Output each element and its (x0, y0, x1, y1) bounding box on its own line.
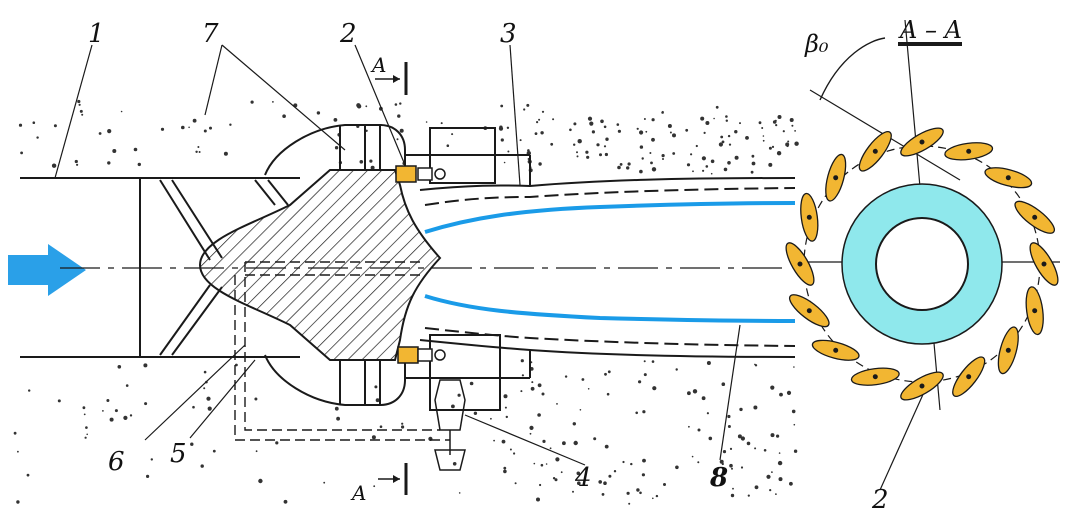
angle-arc (819, 37, 886, 101)
guide-blade (1029, 242, 1059, 286)
blade-top (395, 165, 417, 183)
inner-hub (875, 217, 969, 311)
label-5: 5 (170, 439, 187, 469)
guide-blade (944, 142, 994, 161)
label-3: 3 (500, 19, 517, 49)
guide-blade (825, 153, 847, 202)
guide-blade (858, 130, 892, 172)
guide-blade (984, 167, 1033, 189)
section-letter-top: A (370, 53, 386, 77)
pump-unit (434, 379, 466, 471)
guide-blade (900, 127, 944, 157)
servo-mechanism (417, 167, 446, 362)
label-2-section: 2 (871, 485, 889, 510)
guide-blade (900, 371, 944, 401)
label-2: 2 (339, 19, 357, 49)
label-7: 7 (202, 19, 219, 49)
water-jet (424, 201, 796, 323)
guide-blade (785, 242, 815, 286)
ground-texture (13, 99, 799, 505)
hatched-bulb-body (198, 169, 442, 361)
guide-blade (788, 294, 830, 328)
angle-label: β₀ (804, 30, 829, 58)
guide-blade (850, 367, 900, 386)
section-letter-bottom: A (350, 481, 366, 505)
blade-bottom (397, 346, 419, 364)
label-1: 1 (88, 19, 105, 49)
section-view: A – A β₀ (785, 16, 1060, 411)
guide-blade (811, 339, 860, 361)
guide-blade (1014, 200, 1056, 234)
turbine-housing (264, 124, 796, 411)
leader-lines (54, 44, 926, 491)
guide-blade (997, 326, 1019, 375)
label-6: 6 (108, 447, 125, 477)
section-title: A – A (898, 16, 962, 44)
section-marker-top: A (370, 53, 408, 95)
flow-direction-arrow (8, 244, 86, 296)
guide-blade (952, 356, 986, 398)
label-8: 8 (709, 463, 728, 493)
section-marker-bottom: A (350, 463, 408, 505)
guide-blade (800, 192, 819, 242)
oil-pipe-lines (234, 261, 450, 441)
guide-blade (1025, 286, 1044, 336)
label-4: 4 (574, 463, 592, 493)
blade-ring (785, 127, 1059, 401)
